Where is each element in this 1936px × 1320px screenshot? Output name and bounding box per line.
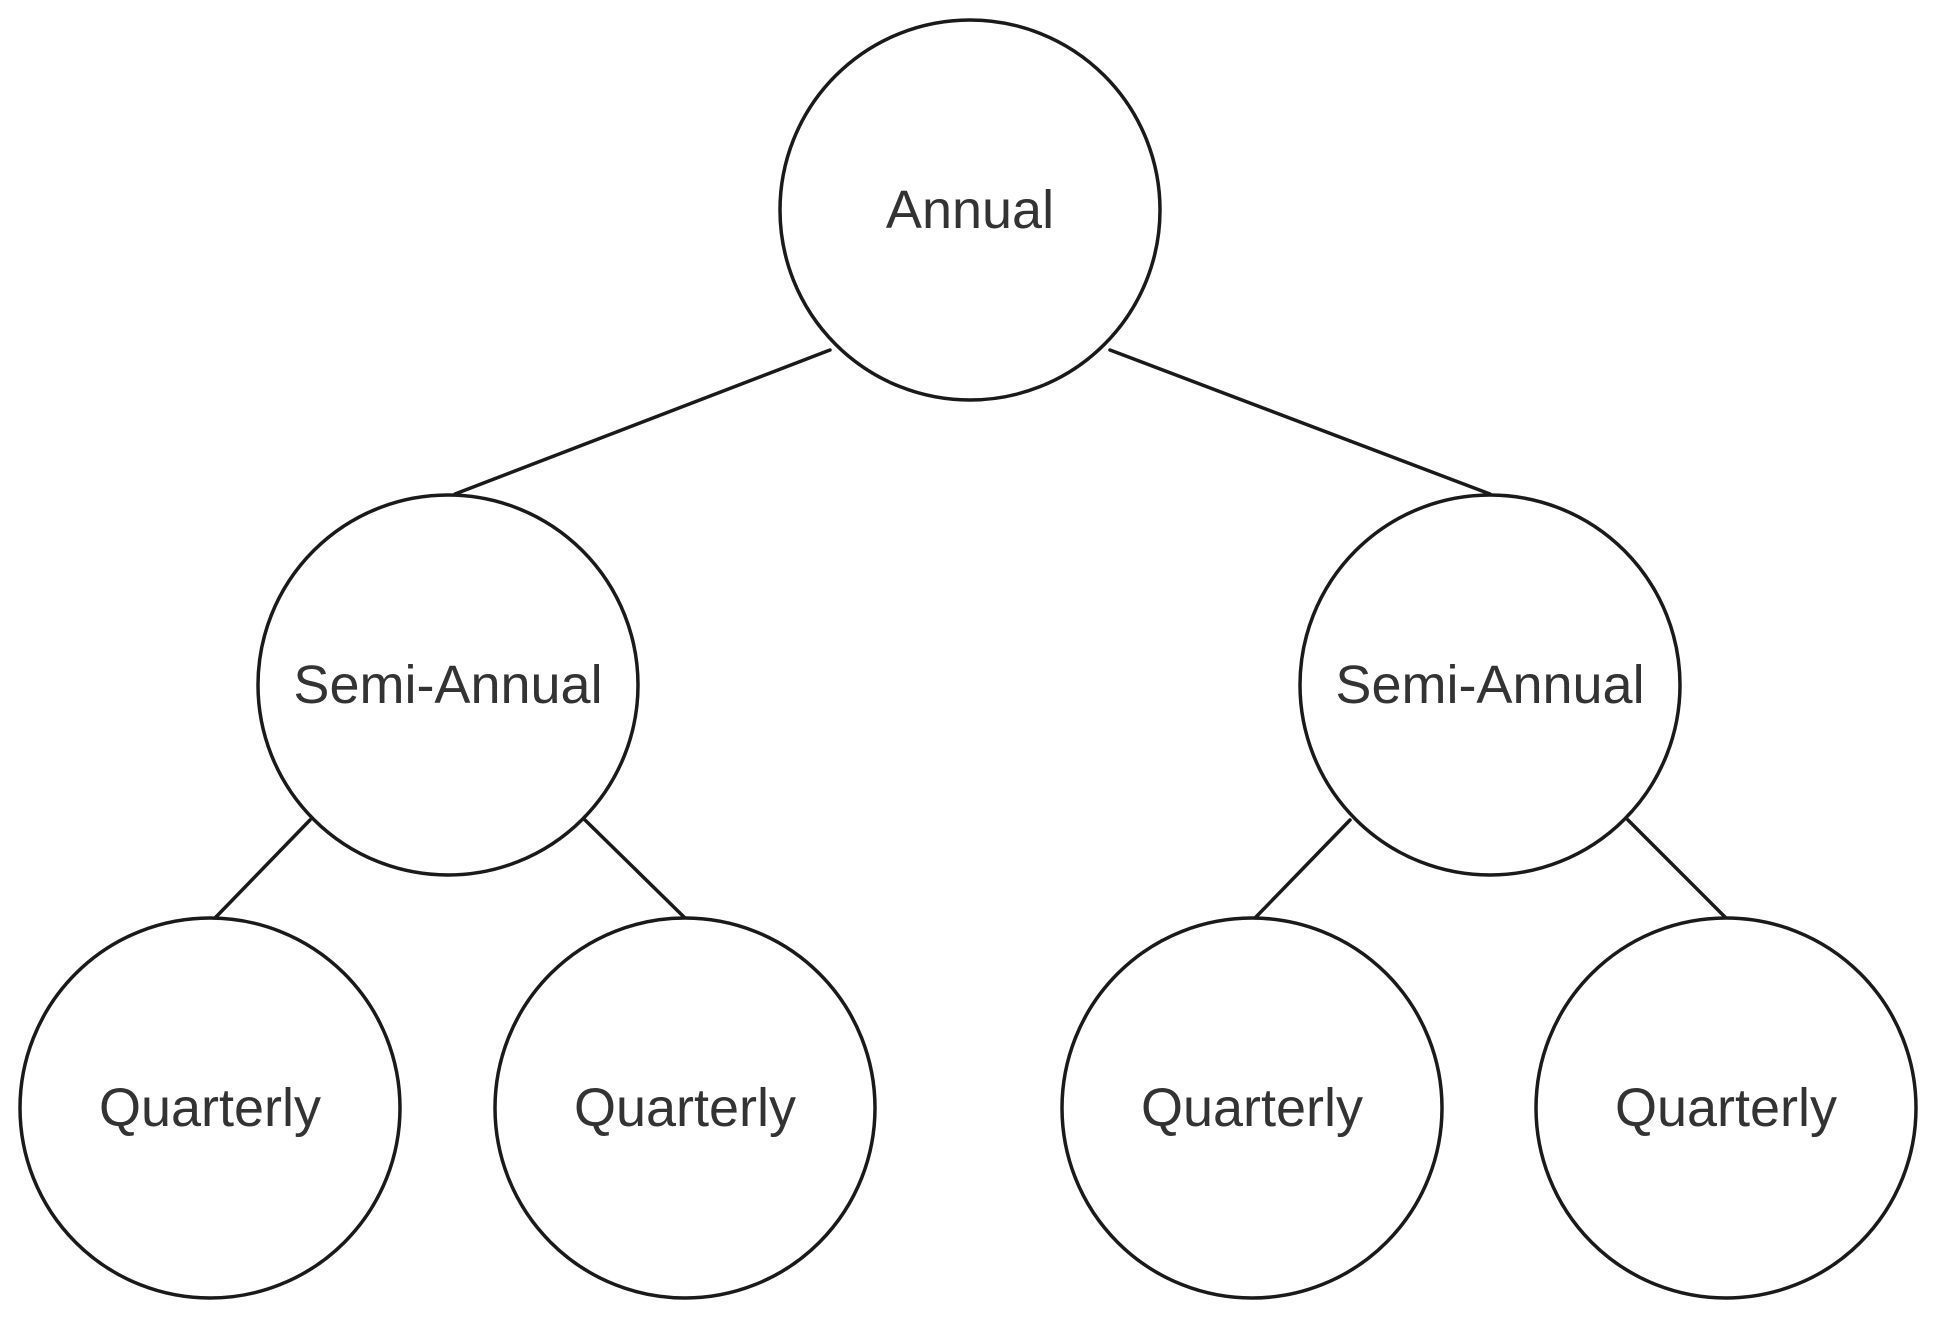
edge-annual-to-semi-annual-left: [453, 348, 832, 496]
node-annual: Annual: [778, 18, 1162, 402]
node-quarterly-2: Quarterly: [493, 916, 877, 1300]
node-quarterly-1: Quarterly: [18, 916, 402, 1300]
edge-semi-annual-right-to-quarterly-3: [1253, 818, 1352, 920]
node-quarterly-3-label: Quarterly: [1141, 1078, 1363, 1138]
node-quarterly-3-circle: [1060, 916, 1444, 1300]
node-quarterly-4-label: Quarterly: [1615, 1078, 1837, 1138]
edge-semi-annual-right-to-quarterly-4: [1626, 818, 1728, 920]
edges: [213, 348, 1728, 920]
node-quarterly-2-label: Quarterly: [574, 1078, 796, 1138]
node-quarterly-3: Quarterly: [1060, 916, 1444, 1300]
node-semi-annual-left-label: Semi-Annual: [293, 655, 602, 715]
node-semi-annual-right-circle: [1298, 493, 1682, 877]
node-semi-annual-right-label: Semi-Annual: [1335, 655, 1644, 715]
node-quarterly-4-circle: [1534, 916, 1918, 1300]
node-semi-annual-left: Semi-Annual: [256, 493, 640, 877]
edge-semi-annual-left-to-quarterly-2: [583, 818, 687, 920]
node-semi-annual-right: Semi-Annual: [1298, 493, 1682, 877]
node-quarterly-2-circle: [493, 916, 877, 1300]
edge-annual-to-semi-annual-right: [1108, 348, 1492, 496]
node-quarterly-4: Quarterly: [1534, 916, 1918, 1300]
node-quarterly-1-label: Quarterly: [99, 1078, 321, 1138]
node-annual-circle: [778, 18, 1162, 402]
node-annual-label: Annual: [886, 180, 1054, 240]
node-semi-annual-left-circle: [256, 493, 640, 877]
edge-semi-annual-left-to-quarterly-1: [213, 818, 312, 920]
node-quarterly-1-circle: [18, 916, 402, 1300]
